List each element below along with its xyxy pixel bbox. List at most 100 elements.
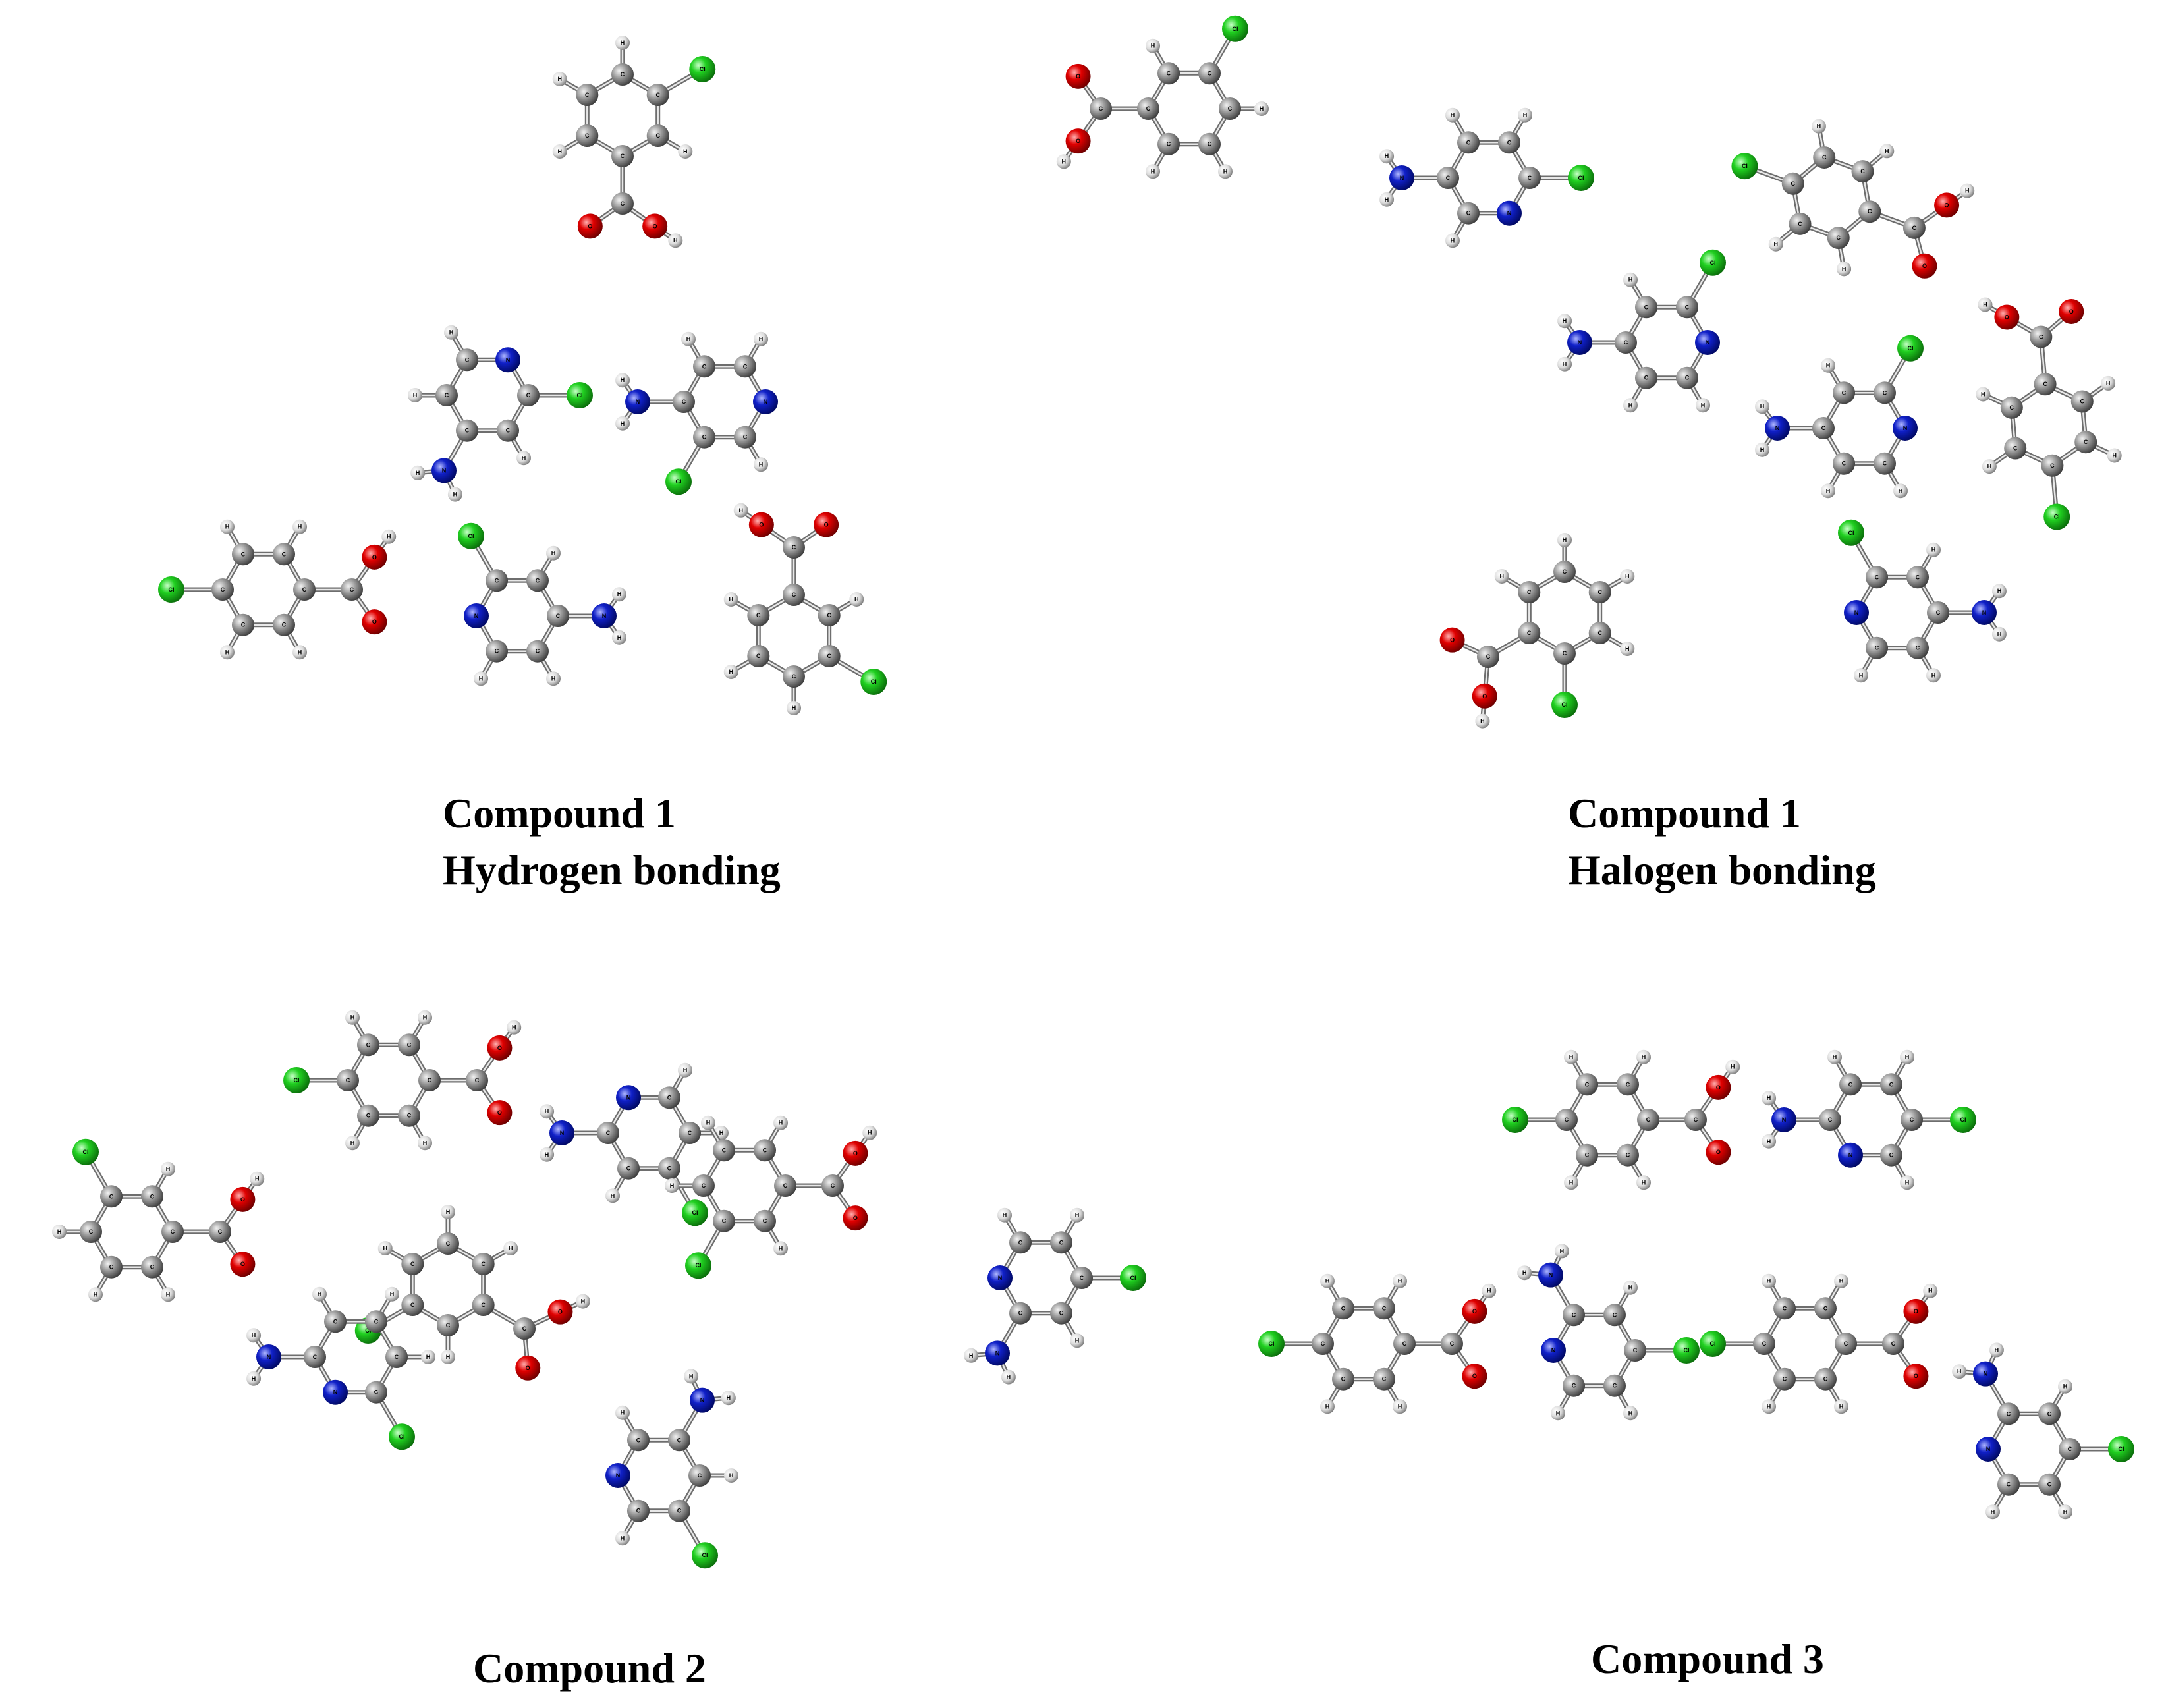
atom-label: H [1773, 241, 1778, 248]
atom-label: H [1997, 631, 2002, 638]
atom-carbon [1373, 1297, 1395, 1320]
atom-label: O [1914, 1308, 1918, 1315]
atom-label: C [667, 1094, 672, 1101]
atom-label: C [722, 1218, 727, 1225]
atom-hydrogen [410, 465, 426, 480]
atom-label: C [241, 622, 246, 628]
atom-hydrogen [1146, 164, 1160, 179]
atom-label: C [1486, 653, 1491, 660]
atom-carbon [341, 578, 363, 601]
atom-label: C [241, 551, 246, 557]
atom-label: C [282, 622, 287, 628]
atom-carbon [401, 1253, 424, 1275]
atom-label: C [536, 648, 540, 655]
atom-hydrogen [1623, 272, 1638, 287]
atom-label: N [1549, 1272, 1553, 1279]
atom-carbon [1866, 566, 1888, 589]
atom-label: Cl [1742, 163, 1748, 169]
atom-label: H [1767, 1095, 1771, 1101]
atom-label: O [240, 1196, 245, 1203]
atom-oxygen [1706, 1074, 1731, 1100]
atom-label: H [413, 392, 418, 399]
atom-hydrogen [1893, 483, 1908, 499]
atom-label: Cl [468, 533, 474, 539]
atom-hydrogen [1762, 1134, 1777, 1149]
atom-carbon [774, 1174, 796, 1197]
atom-label: C [150, 1264, 155, 1271]
atom-label: H [1385, 196, 1389, 203]
atom-label: H [2112, 452, 2117, 458]
atom-carbon [754, 1139, 776, 1162]
atom-label: Cl [1908, 345, 1914, 352]
atom-label: C [756, 653, 761, 659]
atom-label: H [1563, 317, 1567, 324]
atom-hydrogen [678, 1062, 692, 1078]
atom-label: H [551, 550, 556, 557]
atom-oxygen [362, 609, 387, 635]
atom-label: C [1563, 650, 1567, 657]
atom-carbon [611, 192, 634, 215]
atom-label: C [1402, 1340, 1407, 1347]
atom-oxygen [487, 1100, 513, 1126]
atom-label: H [252, 1375, 256, 1382]
atom-label: C [1762, 1340, 1767, 1347]
atom-label: C [1208, 141, 1212, 148]
atom-carbon [783, 665, 805, 688]
atom-carbon [646, 84, 669, 106]
atom-label: H [1859, 672, 1864, 678]
atom-label: C [1883, 460, 1887, 467]
atom-hydrogen [1557, 356, 1572, 372]
atom-label: C [743, 363, 748, 370]
atom-carbon [617, 1157, 640, 1180]
atom-hydrogen [1768, 236, 1783, 252]
atom-carbon [646, 124, 669, 147]
atom-label: C [1527, 589, 1532, 595]
atom-hydrogen [246, 1371, 262, 1386]
atom-carbon [576, 124, 599, 147]
atom-label: Cl [1130, 1275, 1136, 1281]
atom-label: Cl [577, 392, 583, 399]
atom-label: O [759, 522, 764, 528]
atom-label: N [1400, 175, 1404, 181]
atom-label: C [1446, 175, 1451, 181]
atom-label: C [374, 1318, 379, 1325]
atom-label: H [1642, 1054, 1646, 1061]
atom-label: C [1146, 105, 1151, 112]
atom-oxygen [2059, 298, 2084, 324]
atom-carbon [1563, 1304, 1585, 1327]
atom-label: O [1472, 1308, 1477, 1315]
atom-hydrogen [787, 701, 801, 715]
atom-carbon [161, 1221, 184, 1243]
atom-label: H [673, 237, 678, 244]
atom-hydrogen [507, 1020, 522, 1035]
caption-compound-1-halogen: Compound 1 Halogen bonding [1568, 785, 1876, 898]
atom-label: C [2068, 1446, 2072, 1452]
atom-label: C [302, 586, 307, 593]
atom-carbon [1880, 1073, 1902, 1096]
atom-hydrogen [1475, 713, 1490, 729]
atom-chlorine [685, 1252, 711, 1279]
atom-hydrogen [1564, 1049, 1578, 1064]
atom-chlorine [1731, 153, 1758, 180]
atom-hydrogen [292, 519, 307, 534]
atom-label: H [1560, 1248, 1565, 1254]
atom-carbon [693, 355, 715, 378]
atom-label: H [617, 591, 622, 597]
atom-label: H [1991, 1508, 1995, 1515]
atom-hydrogen [1517, 1265, 1532, 1281]
atom-nitrogen [690, 1387, 715, 1413]
atom-nitrogen [1497, 200, 1522, 226]
atom-oxygen [1472, 683, 1497, 709]
atom-label: C [1597, 630, 1602, 636]
atom-label: Cl [1578, 175, 1584, 181]
atom-label: C [743, 434, 748, 441]
atom-oxygen [642, 213, 668, 239]
